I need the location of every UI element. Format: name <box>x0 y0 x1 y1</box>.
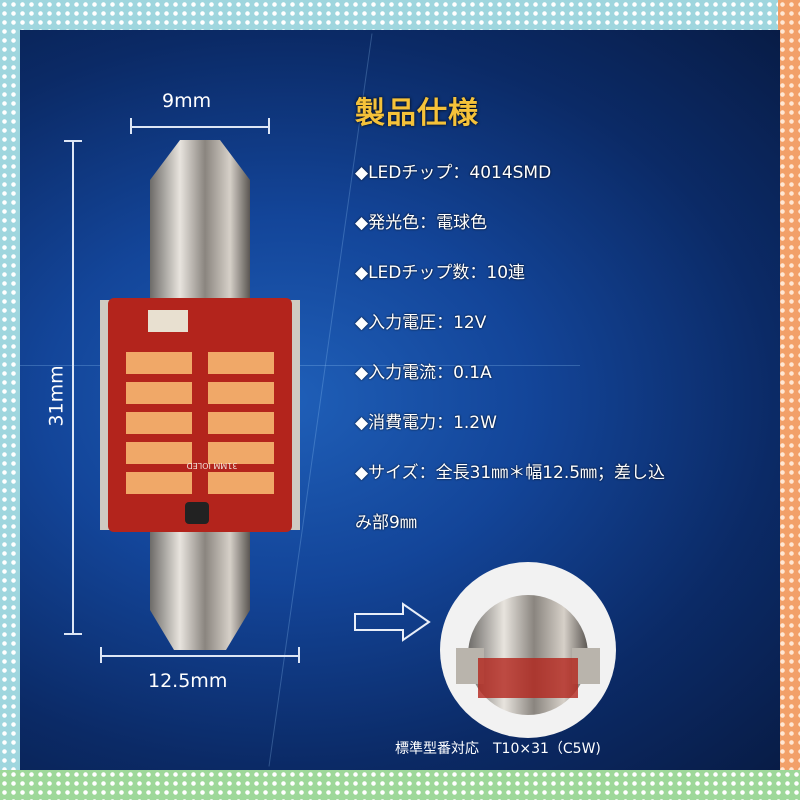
spec-current: ◆入力電流：0.1A <box>355 363 492 383</box>
bulb-closeup-image <box>440 562 616 738</box>
dimension-width-label: 12.5mm <box>148 670 228 692</box>
dimension-tick <box>298 647 300 663</box>
dimension-height-label: 31mm <box>45 365 68 427</box>
arrow-right-icon <box>354 602 431 642</box>
dimension-tick <box>100 647 102 663</box>
pcb-label: 31MM IOLED <box>186 461 238 470</box>
spec-size-cont: み部9㎜ <box>355 513 417 533</box>
dimension-line-top <box>130 126 270 128</box>
polka-dot-border-bottom <box>0 770 800 800</box>
dimension-line-height <box>72 140 74 635</box>
spec-size: ◆サイズ：全長31㎜＊幅12.5㎜；差し込 <box>355 463 666 483</box>
dimension-tick <box>64 140 82 142</box>
dimension-tick <box>64 633 82 635</box>
spec-chip-count: ◆LEDチップ数：10連 <box>355 263 526 283</box>
dimension-tick <box>130 118 132 134</box>
spec-title: 製品仕様 <box>355 96 479 131</box>
spec-led-chip: ◆LEDチップ：4014SMD <box>355 163 552 183</box>
product-panel: 製品仕様 ◆LEDチップ：4014SMD ◆発光色：電球色 ◆LEDチップ数：1… <box>20 30 780 770</box>
bottom-cap <box>150 520 250 650</box>
compatible-model: 標準型番対応 T10×31（C5W) <box>395 741 601 757</box>
top-cap <box>150 140 250 300</box>
spec-voltage: ◆入力電圧：12V <box>355 313 487 333</box>
dimension-line-width <box>100 655 300 657</box>
spec-power: ◆消費電力：1.2W <box>355 413 497 433</box>
polka-dot-border-right <box>778 0 800 800</box>
spec-color: ◆発光色：電球色 <box>355 213 488 233</box>
led-bulb-image <box>100 140 300 650</box>
dimension-top-label: 9mm <box>162 90 212 112</box>
dimension-tick <box>268 118 270 134</box>
